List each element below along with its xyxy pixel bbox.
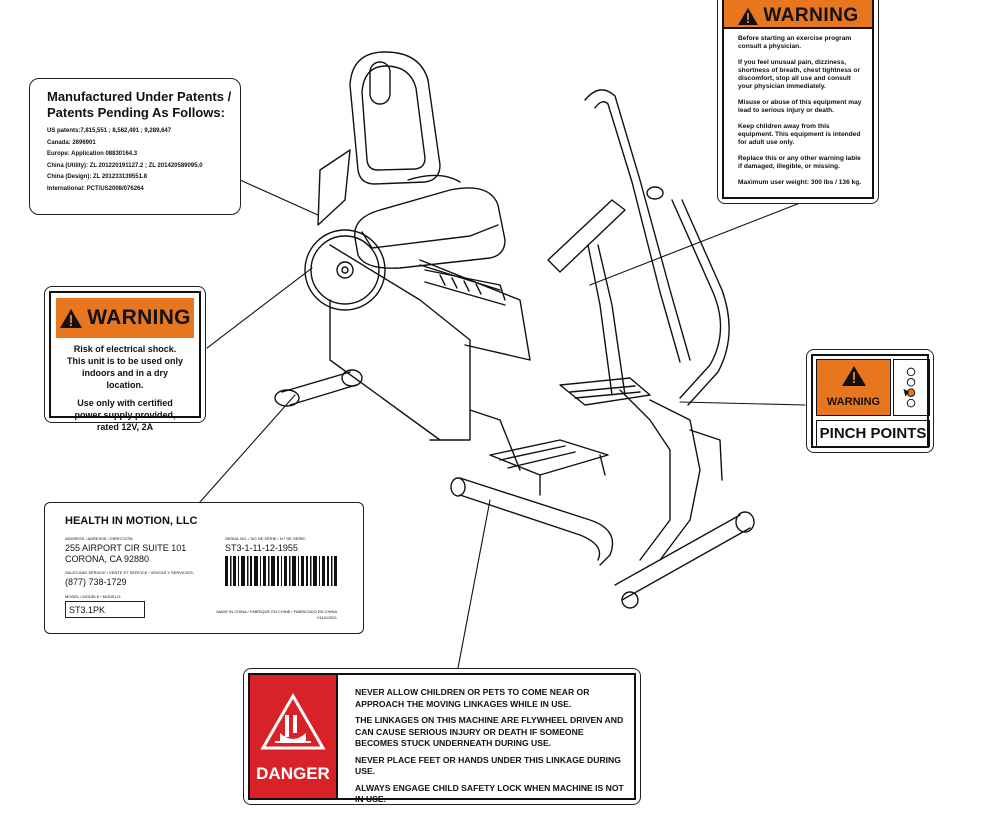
warning-top-para: Keep children away from this equipment. … xyxy=(738,123,861,146)
model-box: ST3.1PK xyxy=(65,601,145,618)
danger-panel: DANGER xyxy=(250,675,338,798)
pinch-hazard-icon xyxy=(893,359,930,416)
warning-top-para: Maximum user weight: 300 lbs / 136 kg. xyxy=(738,179,862,186)
warning-electric-label: WARNING Risk of electrical shock. This u… xyxy=(44,286,206,432)
danger-para: NEVER PLACE FEET OR HANDS UNDER THIS LIN… xyxy=(355,754,621,777)
danger-para: THE LINKAGES ON THIS MACHINE ARE FLYWHEE… xyxy=(355,715,624,748)
warning-top-para: If you feel unusual pain, dizziness, sho… xyxy=(738,59,861,90)
serial-label: HEALTH IN MOTION, LLC ADDRESS / ADRESSE … xyxy=(44,502,364,634)
address-label: ADDRESS / ADRESSE / DIRECCIÓN: xyxy=(65,536,134,541)
warning-triangle-icon xyxy=(841,366,866,386)
sales-label: SALES AND SERVICE / VENTE ET SERVICE / V… xyxy=(65,570,194,575)
warning-electric-para2: Use only with certified power supply pro… xyxy=(74,398,176,432)
phone-number: (877) 738-1729 xyxy=(65,577,127,587)
barcode xyxy=(225,556,337,586)
warning-electric-header: WARNING xyxy=(56,298,194,338)
danger-para: ALWAYS ENGAGE CHILD SAFETY LOCK WHEN MAC… xyxy=(355,782,624,805)
pinch-points-label: WARNING PINCH POINTS xyxy=(806,349,934,453)
serial-no-label: SERIAL NO. / NO DE SÉRIE / N.º DE SERIE: xyxy=(225,536,307,541)
model-label: MODEL / MODÈLE / MODELO: xyxy=(65,594,122,599)
address-line2: CORONA, CA 92880 xyxy=(65,554,150,564)
warning-top-label: WARNING Before starting an exercise prog… xyxy=(717,0,879,204)
warning-top-para: Replace this or any other warning lable … xyxy=(738,155,861,170)
danger-label: DANGER NEVER ALLOW CHILDREN OR PETS TO C… xyxy=(243,668,641,805)
callout-lines xyxy=(199,179,806,669)
danger-hand-crush-icon xyxy=(260,692,326,750)
pinch-caption: PINCH POINTS xyxy=(816,420,930,447)
danger-heading: DANGER xyxy=(256,764,330,783)
warning-top-heading: WARNING xyxy=(763,5,859,26)
pinch-warning-box: WARNING xyxy=(816,359,891,416)
patent-line: International: PCT/US2008/076264 xyxy=(47,185,144,192)
warning-triangle-icon xyxy=(738,7,759,25)
warning-top-header: WARNING xyxy=(724,0,872,29)
warning-electric-heading: WARNING xyxy=(87,306,191,329)
danger-para: NEVER ALLOW CHILDREN OR PETS TO COME NEA… xyxy=(355,687,590,709)
patent-line: Canada: 2696901 xyxy=(47,139,96,146)
patent-line: China (Utility): ZL 201220191127.2 ; ZL … xyxy=(47,162,203,169)
warning-top-para: Misuse or abuse of this equipment may le… xyxy=(738,99,862,114)
serial-number: ST3-1-11-12-1955 xyxy=(225,543,298,553)
patents-title-line1: Manufactured Under Patents / xyxy=(47,89,232,104)
address-line1: 255 AIRPORT CIR SUITE 101 xyxy=(65,543,187,553)
patents-label: Manufactured Under Patents / Patents Pen… xyxy=(29,78,241,215)
warning-top-para: Before starting an exercise program cons… xyxy=(738,35,852,50)
patent-line: Europe: Application 08830164.3 xyxy=(47,151,138,157)
pinch-warning-text: WARNING xyxy=(826,396,881,408)
patent-line: US patents:7,815,551 ; 8,562,491 ; 9,289… xyxy=(47,128,172,134)
made-in-china: MADE IN CHINA / FABRIQUÉ EN CHINE / FABR… xyxy=(216,609,337,614)
warning-triangle-icon xyxy=(60,308,83,328)
patent-line: China (Design): ZL 201233139551.8 xyxy=(47,174,147,180)
label-code: V11012821 xyxy=(316,615,337,620)
patents-title-line2: Patents Pending As Follows: xyxy=(47,105,225,120)
warning-electric-para1: Risk of electrical shock. This unit is t… xyxy=(66,344,183,390)
company-name: HEALTH IN MOTION, LLC xyxy=(65,515,198,527)
